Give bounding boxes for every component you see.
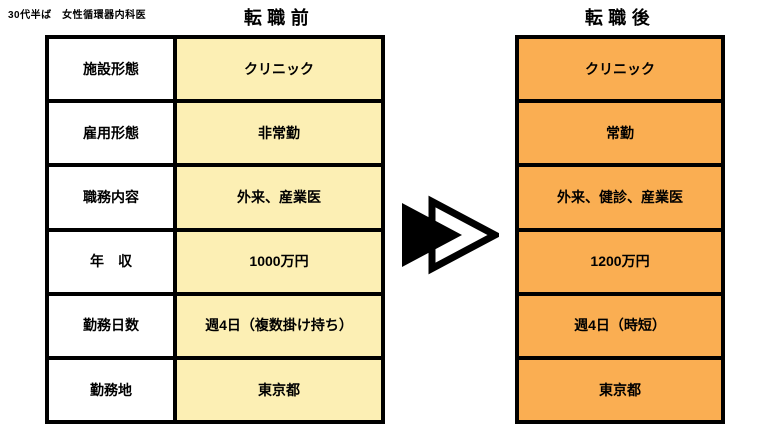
row-label-facility-type: 施設形態	[49, 39, 173, 100]
before-value-facility-type: クリニック	[177, 39, 381, 100]
before-value-employment-type: 非常勤	[177, 103, 381, 164]
after-value-job-content: 外来、健診、産業医	[519, 167, 721, 228]
before-table: 施設形態 クリニック 雇用形態 非常勤 職務内容 外来、産業医 年 収 1000…	[45, 35, 385, 424]
after-table: クリニック 常勤 外来、健診、産業医 1200万円 週4日（時短） 東京都	[515, 35, 725, 424]
row-label-work-location: 勤務地	[49, 359, 173, 420]
before-table-title: 転職前	[243, 8, 315, 28]
after-table-title: 転職後	[584, 8, 656, 28]
after-value-facility-type: クリニック	[519, 39, 721, 100]
row-label-job-content: 職務内容	[49, 167, 173, 228]
row-label-employment-type: 雇用形態	[49, 103, 173, 164]
before-value-job-content: 外来、産業医	[177, 167, 381, 228]
row-label-working-days: 勤務日数	[49, 295, 173, 356]
profile-caption: 30代半ば 女性循環器内科医	[8, 10, 147, 21]
before-value-working-days: 週4日（複数掛け持ち）	[177, 295, 381, 356]
row-label-annual-income: 年 収	[49, 231, 173, 292]
before-value-annual-income: 1000万円	[177, 231, 381, 292]
after-value-employment-type: 常勤	[519, 103, 721, 164]
after-value-work-location: 東京都	[519, 359, 721, 420]
after-value-annual-income: 1200万円	[519, 231, 721, 292]
before-value-work-location: 東京都	[177, 359, 381, 420]
double-arrow-right-icon	[402, 195, 499, 275]
after-value-working-days: 週4日（時短）	[519, 295, 721, 356]
